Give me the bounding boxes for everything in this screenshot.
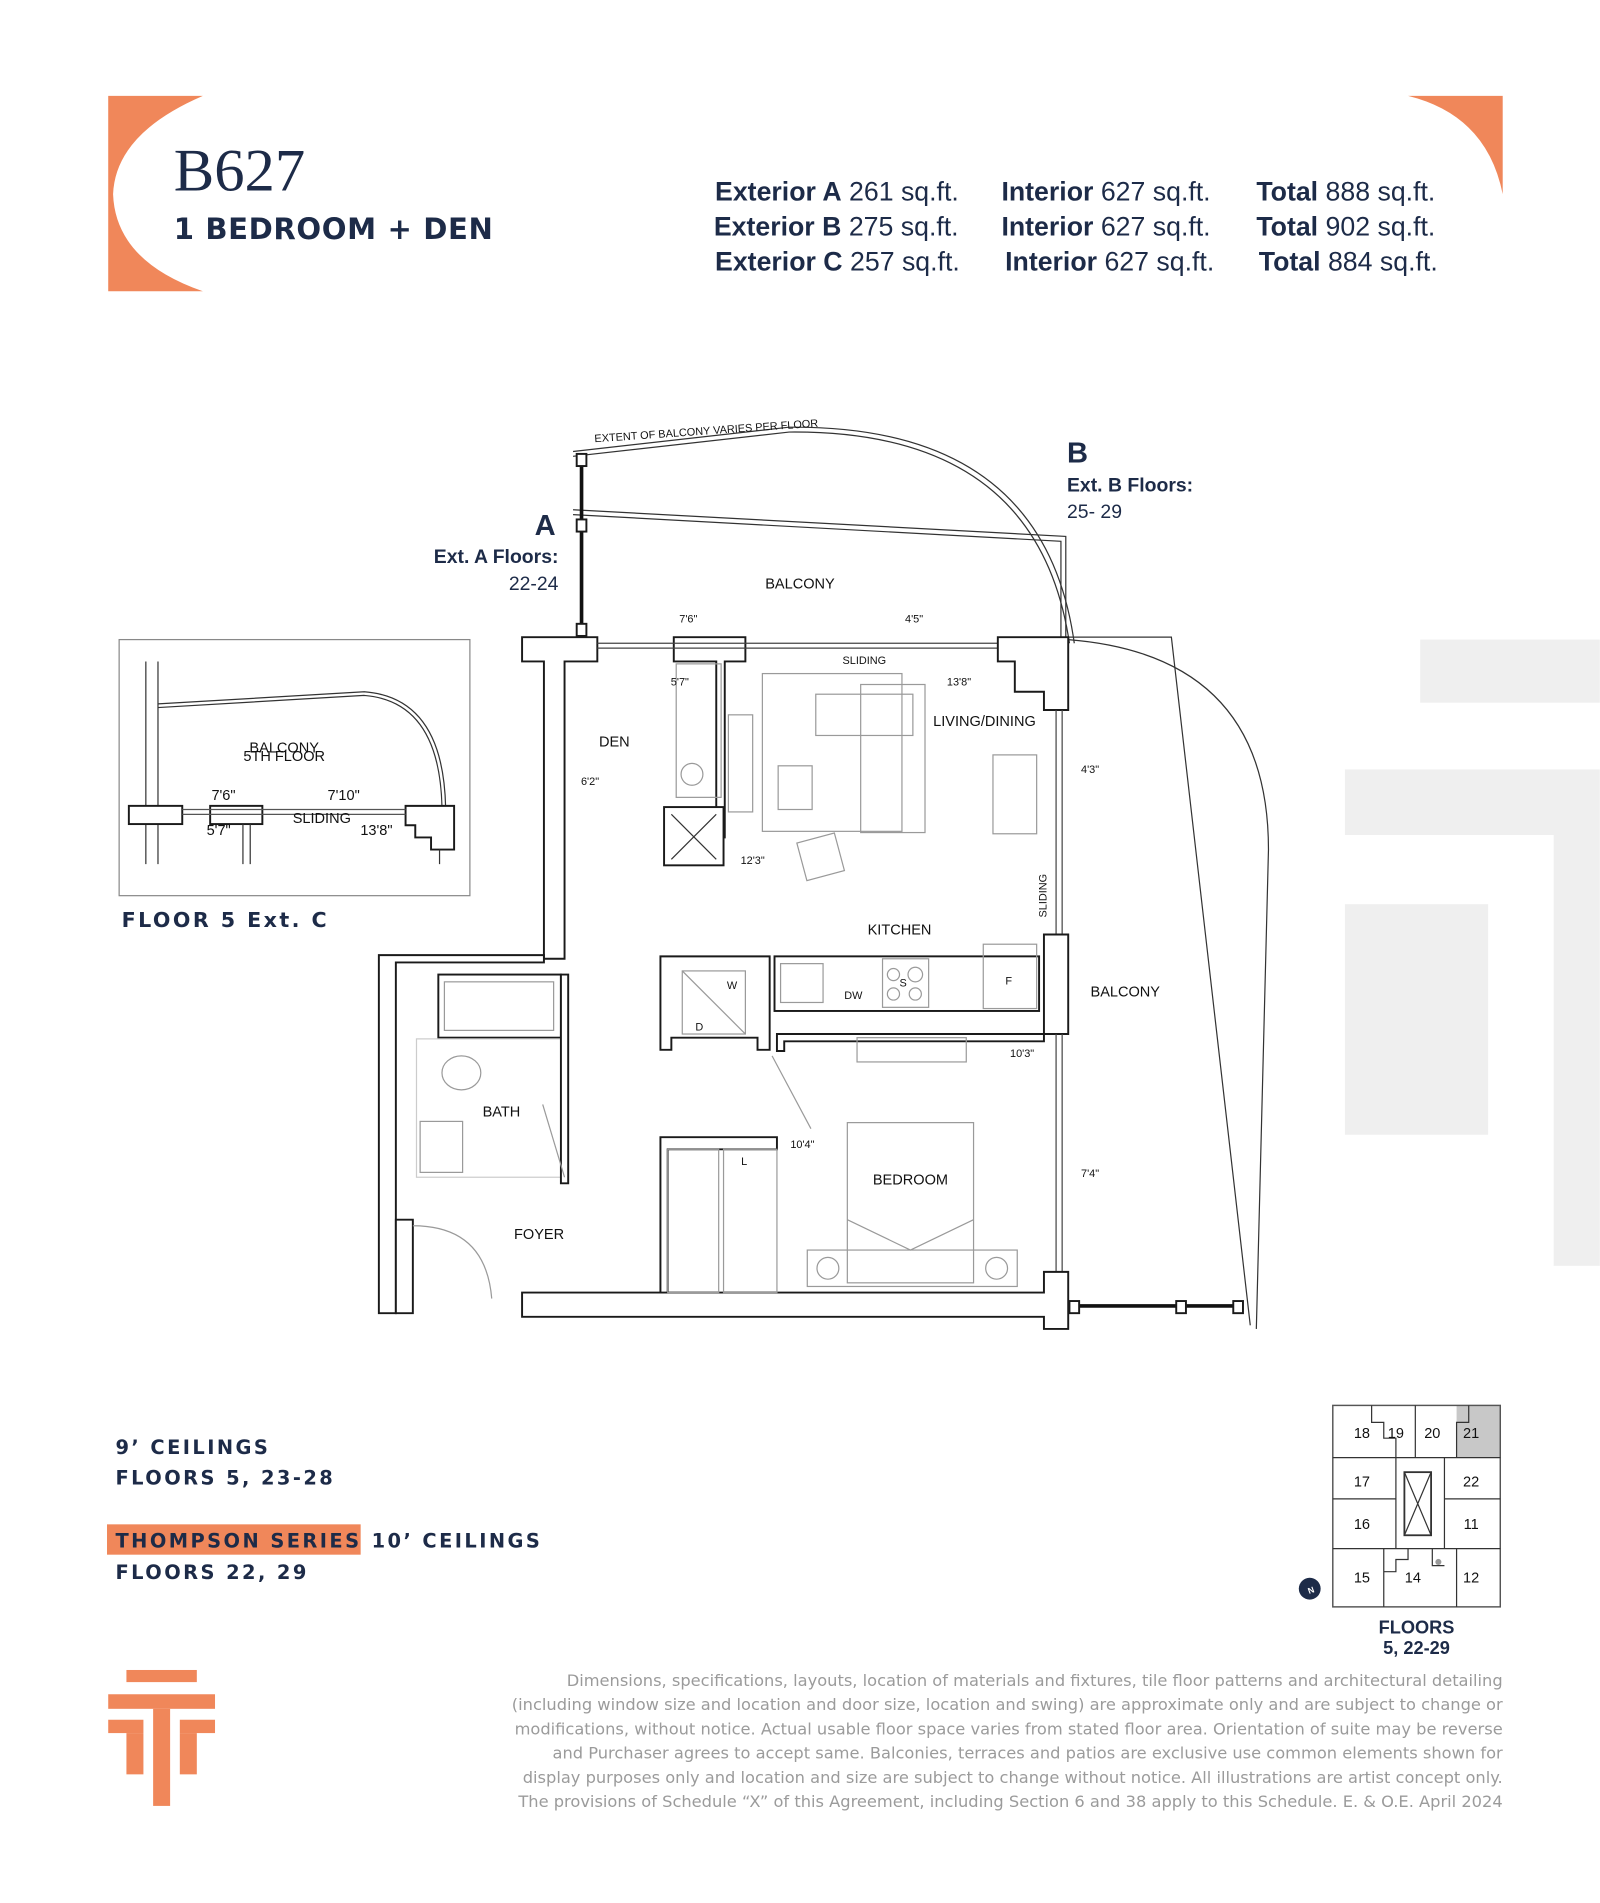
ceilings-info: 9’ CEILINGS FLOORS 5, 23-28 THOMPSON SER… bbox=[107, 1436, 543, 1584]
keyplan-unit: 18 bbox=[1354, 1426, 1370, 1442]
dimension-label: 5'7" bbox=[671, 677, 689, 689]
room-label: LIVING/DINING bbox=[933, 714, 1036, 730]
total-row-b: Total 902 sq.ft. bbox=[1256, 211, 1435, 241]
ext-b-callout: B Ext. B Floors: 25- 29 bbox=[1067, 437, 1193, 523]
north-label: N bbox=[1306, 1584, 1315, 1595]
keyplan-unit: 15 bbox=[1354, 1571, 1370, 1587]
total-row-c: Total 884 sq.ft. bbox=[1259, 247, 1438, 277]
series-ceiling-floors: FLOORS 22, 29 bbox=[116, 1561, 309, 1584]
area-table: Exterior A 261 sq.ft. Interior 627 sq.ft… bbox=[714, 176, 1438, 276]
inset-floor-note: 5TH FLOOR bbox=[243, 749, 325, 765]
inset-dim: 7'10" bbox=[328, 788, 360, 804]
keyplan-unit: 20 bbox=[1424, 1426, 1440, 1442]
disclaimer-line: The provisions of Schedule “X” of this A… bbox=[517, 1792, 1502, 1811]
keyplan-unit: 16 bbox=[1354, 1517, 1370, 1533]
dimension-label: 13'8" bbox=[947, 677, 971, 689]
disclaimer-line: modifications, without notice. Actual us… bbox=[515, 1719, 1503, 1738]
sliding-label: SLIDING bbox=[843, 655, 887, 667]
keyplan-unit: 11 bbox=[1464, 1517, 1479, 1533]
disclaimer-line: Dimensions, specifications, layouts, loc… bbox=[567, 1671, 1503, 1690]
dimension-label: 6'2" bbox=[581, 776, 599, 788]
appliance-label: D bbox=[695, 1021, 703, 1033]
room-label: BALCONY bbox=[1090, 984, 1160, 1000]
inset-dim: 13'8" bbox=[360, 823, 392, 839]
standard-ceiling-height: 9’ CEILINGS bbox=[116, 1436, 271, 1459]
area-row-a: Exterior A 261 sq.ft. bbox=[715, 176, 959, 206]
appliance-label: F bbox=[1005, 975, 1012, 987]
header-corner-left bbox=[108, 95, 203, 292]
series-badge-bg bbox=[107, 1524, 361, 1555]
keyplan-unit: 12 bbox=[1463, 1571, 1479, 1587]
disclaimer-line: display purposes only and location and s… bbox=[523, 1768, 1503, 1787]
keyplan-unit: 19 bbox=[1388, 1426, 1404, 1442]
keyplan-unit: 22 bbox=[1463, 1475, 1479, 1491]
inset-caption: FLOOR 5 Ext. C bbox=[122, 908, 330, 932]
keyplan-caption: FLOORS bbox=[1379, 1618, 1455, 1638]
area-row-c: Exterior C 257 sq.ft. bbox=[715, 247, 960, 277]
brand-logo bbox=[108, 1669, 216, 1806]
dimension-label: 10'3" bbox=[1010, 1048, 1034, 1060]
unit-code: B627 bbox=[174, 138, 305, 205]
watermark-logo bbox=[1344, 639, 1600, 1266]
room-label: BATH bbox=[483, 1105, 521, 1121]
total-row-a: Total 888 sq.ft. bbox=[1256, 176, 1435, 206]
disclaimer-line: (including window size and location and … bbox=[512, 1695, 1503, 1714]
ext-b-label: Ext. B Floors: bbox=[1067, 475, 1193, 497]
dimension-label: 4'5" bbox=[905, 614, 923, 626]
dimension-label: 7'4" bbox=[1081, 1168, 1099, 1180]
inset-dim: 5'7" bbox=[207, 823, 231, 839]
appliance-label: S bbox=[900, 978, 907, 990]
appliance-label: DW bbox=[844, 990, 863, 1002]
ext-a-label: Ext. A Floors: bbox=[434, 546, 559, 568]
ext-a-callout: A Ext. A Floors: 22-24 bbox=[434, 510, 559, 595]
inset-sliding: SLIDING bbox=[293, 811, 351, 827]
interior-row-c: Interior 627 sq.ft. bbox=[1005, 247, 1214, 277]
appliance-label: W bbox=[727, 980, 738, 992]
interior-row-a: Interior 627 sq.ft. bbox=[1001, 176, 1210, 206]
appliance-label: L bbox=[741, 1156, 747, 1168]
room-label: BEDROOM bbox=[873, 1173, 948, 1189]
dimension-label: 4'3" bbox=[1081, 764, 1099, 776]
inset-dim: 7'6" bbox=[211, 788, 235, 804]
sliding-label: SLIDING bbox=[1037, 874, 1049, 918]
ext-b-floors: 25- 29 bbox=[1067, 501, 1122, 523]
room-label: FOYER bbox=[514, 1227, 564, 1243]
interior-row-b: Interior 627 sq.ft. bbox=[1001, 211, 1210, 241]
ext-b-letter: B bbox=[1067, 437, 1088, 469]
floor-plan bbox=[377, 426, 1270, 1330]
inset-floor5: BALCONY 5TH FLOOR 7'6" 7'10" 5'7" 13'8" … bbox=[118, 638, 471, 897]
room-label: BALCONY bbox=[765, 577, 835, 593]
disclaimer: Dimensions, specifications, layouts, loc… bbox=[512, 1671, 1503, 1811]
keyplan-floors: 5, 22-29 bbox=[1383, 1638, 1450, 1658]
disclaimer-line: and Purchaser agrees to accept same. Bal… bbox=[553, 1744, 1504, 1763]
keyplan-unit: 17 bbox=[1354, 1475, 1370, 1491]
north-arrow-icon bbox=[1298, 1577, 1321, 1600]
area-row-b: Exterior B 275 sq.ft. bbox=[714, 211, 959, 241]
ext-a-floors: 22-24 bbox=[509, 573, 559, 595]
unit-type: 1 BEDROOM + DEN bbox=[174, 212, 494, 246]
dimension-label: 7'6" bbox=[679, 614, 697, 626]
room-label: DEN bbox=[599, 734, 630, 750]
keyplan-unit: 21 bbox=[1463, 1426, 1479, 1442]
header-corner-right bbox=[1408, 95, 1503, 195]
keyplan-unit: 14 bbox=[1405, 1571, 1421, 1587]
key-plan: 18 19 20 21 17 22 16 11 15 14 12 N FLOORS 5, 22-29 bbox=[1298, 1404, 1502, 1658]
ext-a-letter: A bbox=[535, 510, 556, 542]
room-label: KITCHEN bbox=[868, 923, 932, 939]
series-badge: THOMPSON SERIES bbox=[116, 1529, 362, 1552]
inset-balcony: BALCONY bbox=[249, 740, 319, 756]
series-ceiling-height: 10’ CEILINGS bbox=[372, 1529, 543, 1552]
standard-ceiling-floors: FLOORS 5, 23-28 bbox=[116, 1466, 336, 1489]
dimension-label: 10'4" bbox=[790, 1139, 814, 1151]
dimension-label: 12'3" bbox=[741, 855, 765, 867]
keyplan-unit-labels: 18 19 20 21 17 22 16 11 15 14 12 bbox=[1354, 1426, 1479, 1586]
